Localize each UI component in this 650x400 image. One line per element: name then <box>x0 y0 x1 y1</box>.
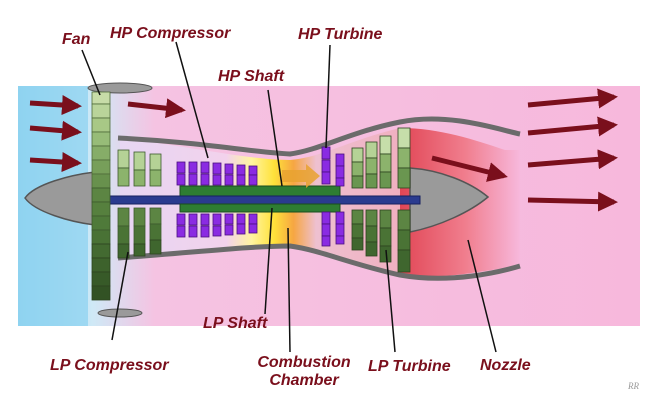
hp-compressor-stages <box>176 161 258 238</box>
label-lp-shaft: LP Shaft <box>203 315 268 332</box>
tail-cone <box>409 167 490 233</box>
label-hp-shaft: HP Shaft <box>218 68 285 85</box>
label-nozzle: Nozzle <box>480 357 531 374</box>
label-combustion-line2: Chamber <box>269 372 339 389</box>
fan-blades <box>91 91 111 301</box>
label-combustion-chamber: Combustion Chamber <box>248 354 360 390</box>
label-lp-compressor: LP Compressor <box>50 357 169 374</box>
airflow-arrows <box>29 88 618 212</box>
label-fan: Fan <box>62 31 91 48</box>
label-hp-turbine: HP Turbine <box>298 26 383 43</box>
core-casing-bottom <box>117 243 521 281</box>
lp-compressor-stages <box>117 149 162 259</box>
label-combustion-line1: Combustion <box>257 354 351 371</box>
combustion-flow-arrow <box>282 164 320 188</box>
nacelle-top-lip <box>87 82 153 94</box>
nose-cone <box>24 171 96 226</box>
label-lp-turbine: LP Turbine <box>368 358 451 375</box>
leader-lines <box>81 41 497 353</box>
label-hp-compressor: HP Compressor <box>110 25 231 42</box>
artist-signature: RR <box>628 381 639 391</box>
core-casing-top <box>117 116 521 157</box>
hp-shaft-bar <box>179 185 341 197</box>
lp-turbine-stages <box>351 127 411 273</box>
nacelle-bottom-lip <box>97 308 143 318</box>
lp-shaft-lower <box>179 203 341 213</box>
hp-turbine-stages <box>321 146 345 247</box>
lp-shaft-bar <box>94 195 421 205</box>
